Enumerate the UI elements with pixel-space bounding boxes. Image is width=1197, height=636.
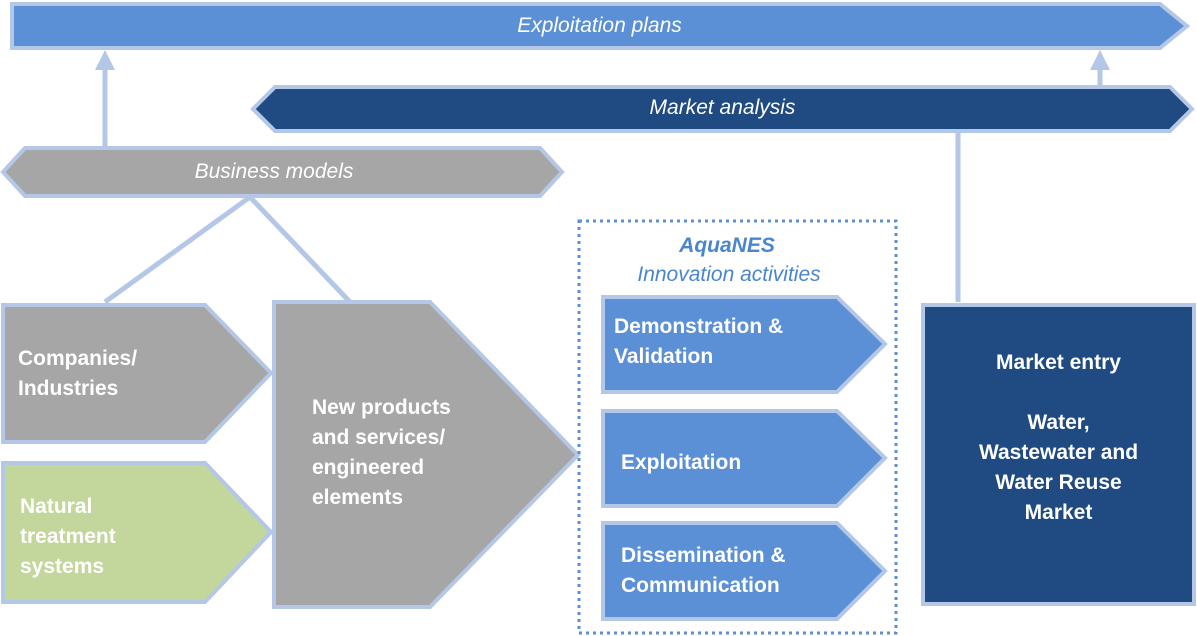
market-analysis-banner [250,85,1195,133]
market-entry-box [921,303,1196,606]
business-models-label: Business models [194,160,354,183]
natural-treatment-systems-label: Natural treatment systems [20,492,116,582]
market-entry-label: Market entry Water, Wastewater and Water… [925,348,1192,528]
dissemination-line2: Communication [621,574,780,597]
aquanes-title: AquaNES [679,234,775,257]
companies-industries-line1: Companies/ [18,347,138,370]
connectors [95,50,1110,305]
demonstration-validation-shape [601,295,888,394]
market-entry-title: Market entry [996,351,1121,374]
demonstration-line2: Validation [614,345,714,368]
companies-industries-label: Companies/ Industries [18,344,137,404]
exploitation-line1: Exploitation [621,451,742,474]
business-models-banner [0,146,565,198]
natural-treatment-systems-shape [1,461,274,604]
market-entry-line1: Water, [1027,411,1090,434]
market-analysis-label: Market analysis [649,96,796,119]
exploitation-label: Exploitation [621,448,741,478]
new-products-line3: engineered [312,456,425,479]
new-products-label: New products and services/ engineered el… [312,393,451,513]
exploitation-plans-label: Exploitation plans [517,14,682,37]
companies-industries-shape [1,303,274,444]
connector-business-right [248,195,352,304]
dissemination-communication-shape [601,521,888,621]
companies-industries-line2: Industries [18,377,119,400]
dissemination-line1: Dissemination & [621,544,786,567]
dissemination-communication-label: Dissemination & Communication [621,541,786,601]
aquanes-subtitle: Innovation activities [637,263,821,286]
market-entry-line2: Wastewater and [978,441,1139,464]
new-products-shape [272,300,581,609]
exploitation-shape [601,409,888,508]
market-entry-spacer [925,378,1192,408]
natural-treatment-line2: treatment [20,525,116,548]
exploitation-plans-banner [10,2,1191,50]
demonstration-validation-label: Demonstration & Validation [614,312,783,372]
new-products-line1: New products [312,396,451,419]
demonstration-line1: Demonstration & [614,315,784,338]
connector-business-left [103,194,252,305]
market-entry-line3: Water Reuse [995,471,1122,494]
natural-treatment-line3: systems [20,555,105,578]
new-products-line4: elements [312,486,404,509]
new-products-line2: and services/ [312,426,446,449]
market-entry-line4: Market [1024,501,1093,524]
natural-treatment-line1: Natural [20,495,93,518]
